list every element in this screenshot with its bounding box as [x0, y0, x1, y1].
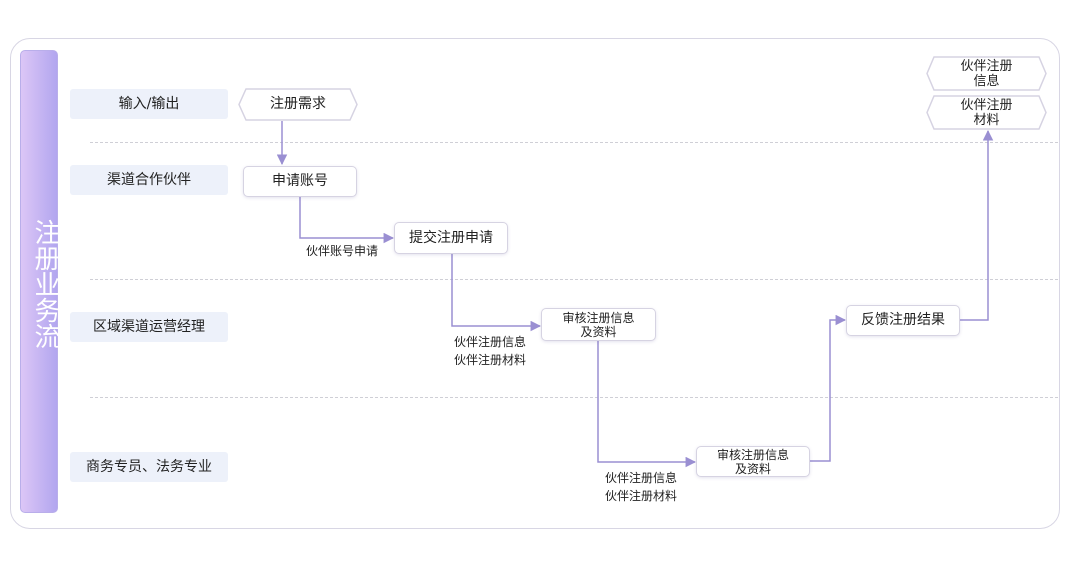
edge-legal-to-feedback	[810, 314, 847, 462]
node-submit-application: 提交注册申请	[394, 222, 508, 254]
node-feedback-result: 反馈注册结果	[846, 305, 960, 336]
diagram-frame	[10, 38, 1060, 529]
edge-label-material: 伙伴注册材料	[453, 353, 526, 367]
node-output-material: 伙伴注册 材料	[926, 95, 1047, 130]
node-apply-account: 申请账号	[243, 166, 357, 197]
node-label: 及资料	[580, 324, 617, 339]
edge-label-info: 伙伴注册信息	[453, 335, 526, 349]
lane-divider	[90, 397, 1058, 398]
lane-divider	[90, 142, 1058, 143]
node-review-legal: 审核注册信息 及资料	[696, 446, 810, 477]
node-label: 信息	[973, 73, 1000, 89]
node-review-manager: 审核注册信息 及资料	[541, 308, 656, 341]
lane-label-partner: 渠道合作伙伴	[70, 165, 228, 195]
process-title: 注册业务流	[30, 219, 60, 349]
edge-apply-to-submit	[299, 197, 395, 244]
node-label: 材料	[973, 112, 1000, 128]
node-register-demand: 注册需求	[238, 88, 358, 121]
edge-feedback-to-output	[960, 129, 994, 321]
lane-label-regional-manager: 区域渠道运营经理	[70, 312, 228, 342]
node-output-info: 伙伴注册 信息	[926, 56, 1047, 91]
edge-review-to-legal	[597, 341, 697, 468]
node-label: 伙伴注册	[960, 58, 1013, 74]
process-title-bar: 注册业务流	[20, 50, 60, 513]
lane-divider	[90, 279, 1058, 280]
lane-label-legal: 商务专员、法务专业	[70, 452, 228, 482]
edge-label-account-apply: 伙伴账号申请	[305, 244, 378, 258]
edge-label-material: 伙伴注册材料	[604, 489, 677, 503]
node-label: 审核注册信息	[562, 310, 635, 325]
node-label: 注册需求	[270, 96, 326, 112]
edge-label-info: 伙伴注册信息	[604, 471, 677, 485]
node-label: 审核注册信息	[716, 447, 789, 462]
node-label: 伙伴注册	[960, 97, 1013, 113]
edge-submit-to-review	[451, 254, 542, 332]
node-label: 及资料	[734, 461, 771, 476]
lane-label-io: 输入/输出	[70, 89, 228, 119]
